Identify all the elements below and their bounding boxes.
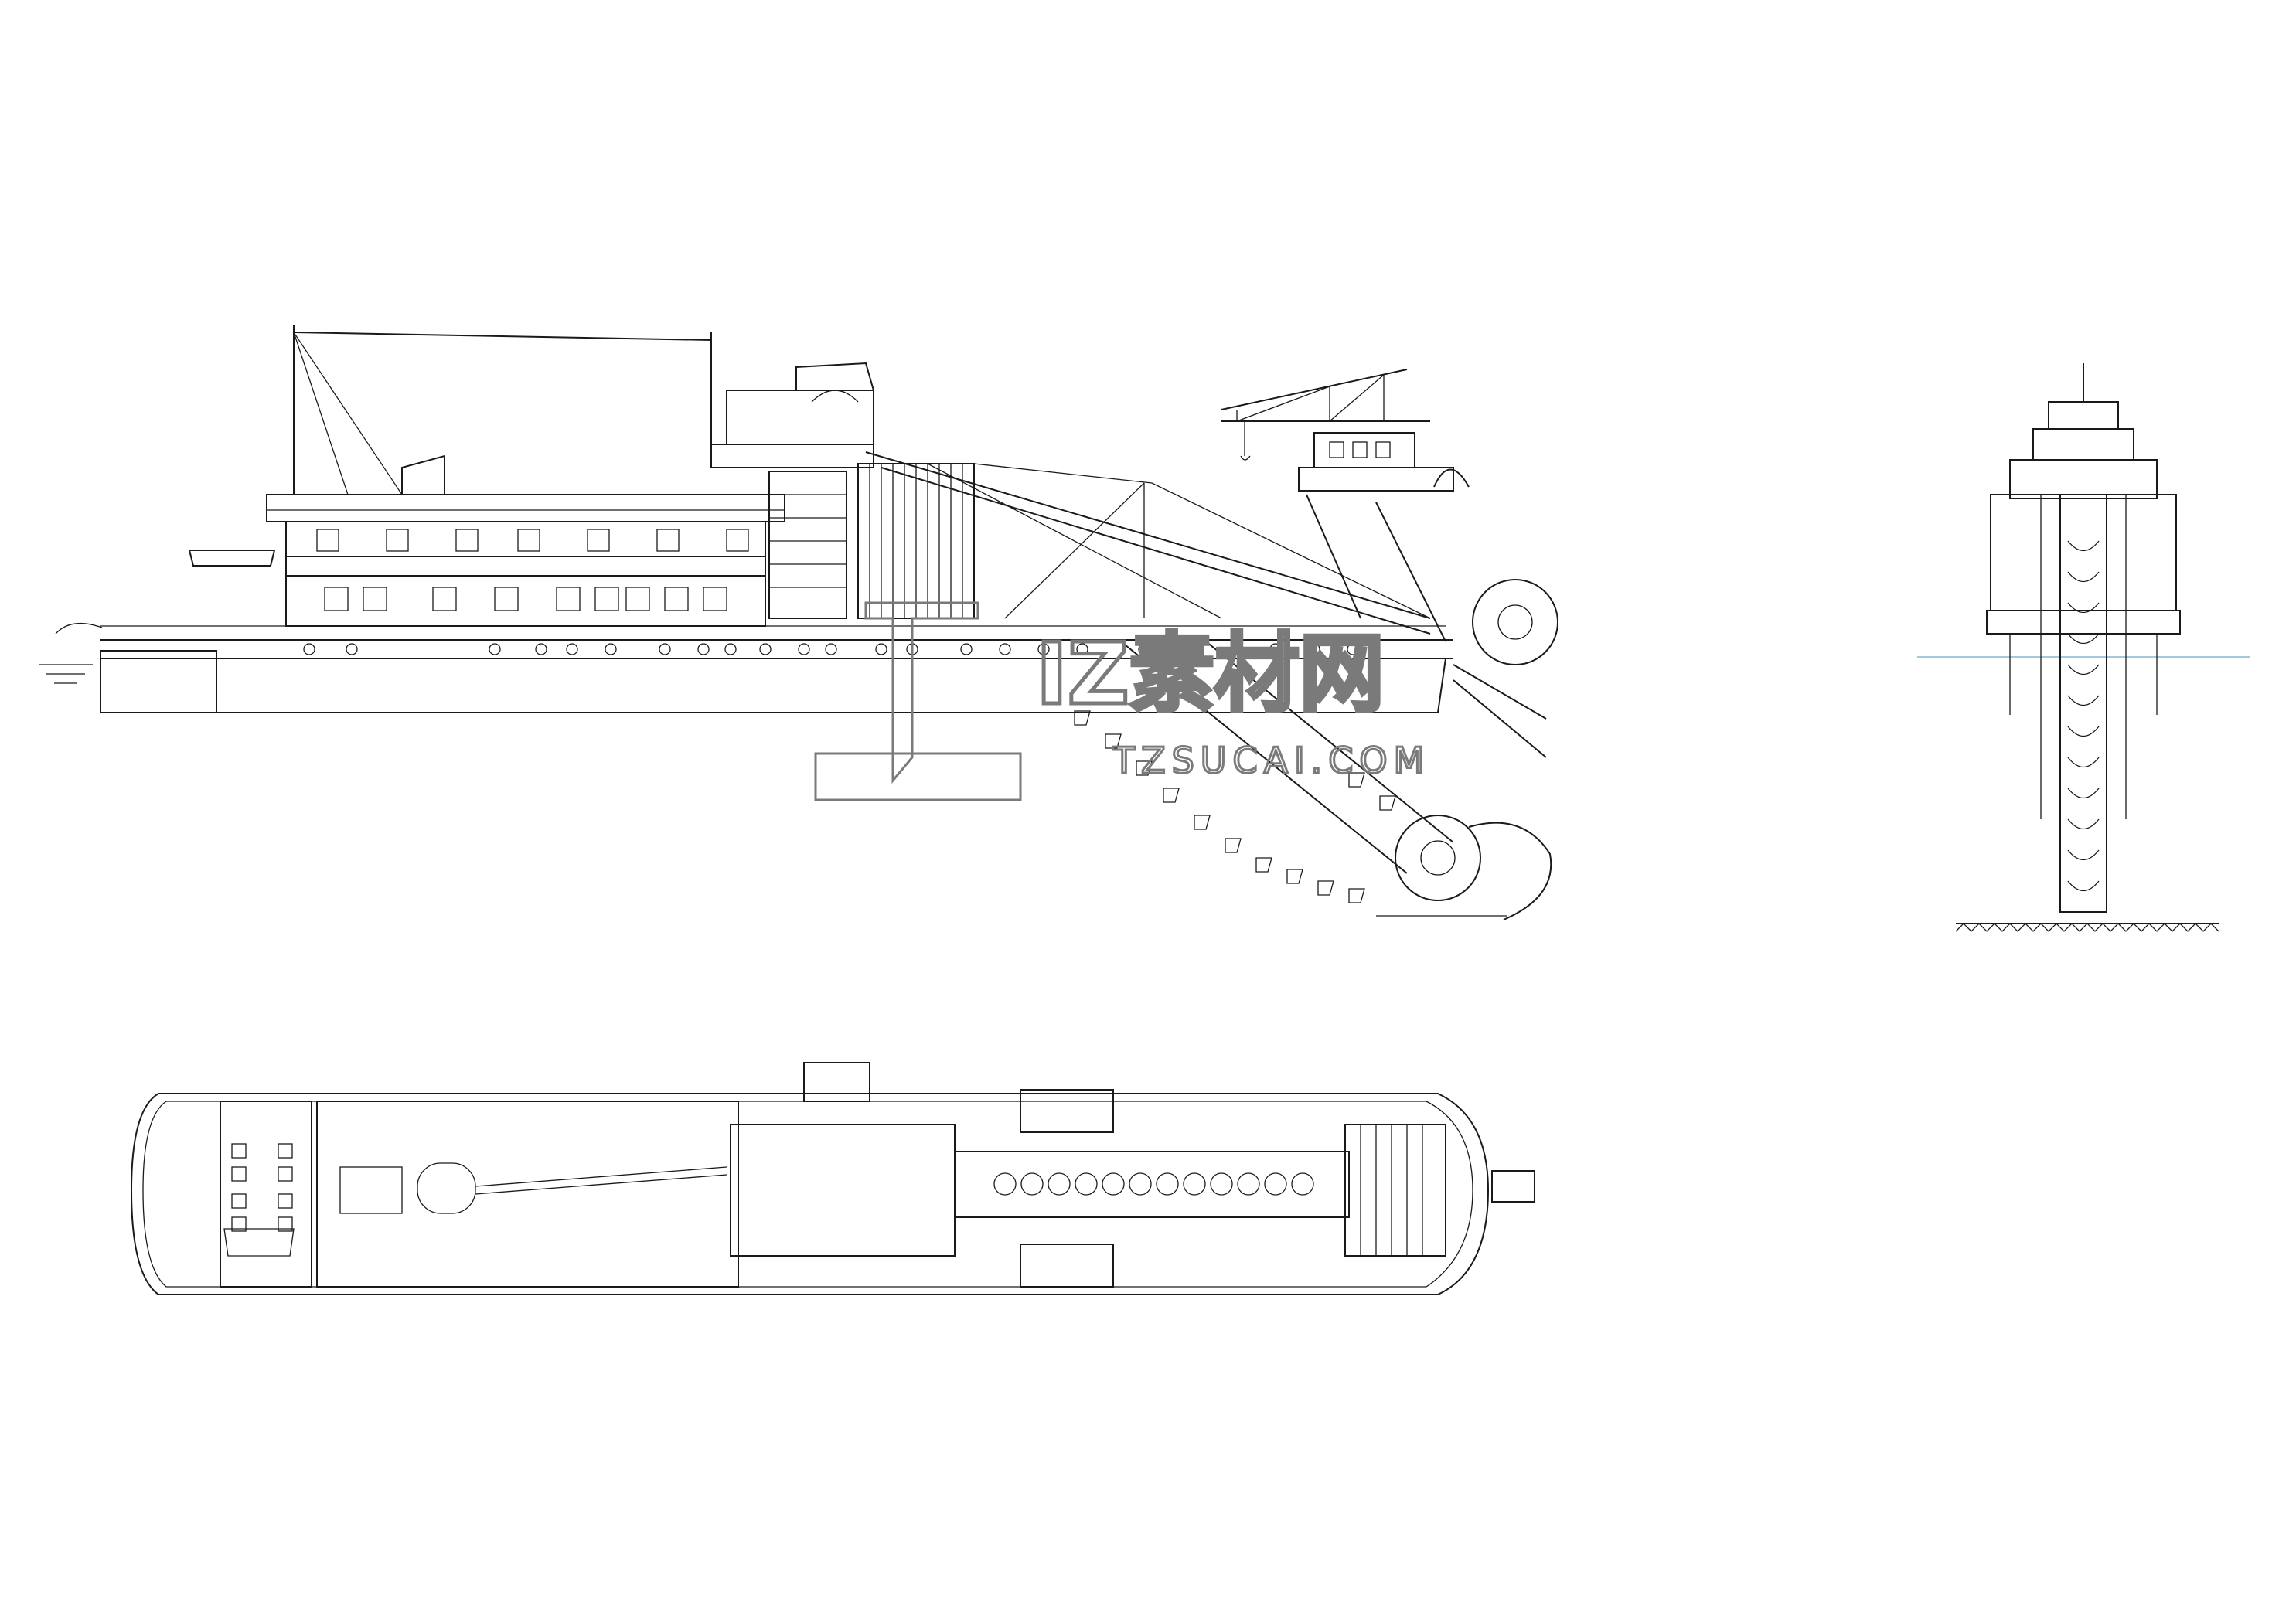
bucket-ladder [1074,494,1558,920]
windows-upper [316,529,749,552]
plan-view [130,1062,1535,1295]
superstructure [188,325,1431,635]
lifeboat [188,550,276,567]
chute-housing [857,463,975,619]
plan-hull [130,1093,1490,1295]
bollards [231,1143,293,1232]
upper-tumbler [1472,579,1558,665]
watermark: IZ素材网 TZSUCAI.COM [814,601,1430,801]
watermark-domain: TZSUCAI.COM [1112,740,1430,781]
lower-tumbler [1395,815,1481,901]
watermark-logo-icon [864,601,979,784]
plan-buckets [993,1172,1314,1196]
cargo-grating [768,471,847,619]
watermark-brand: IZ素材网 [1036,624,1385,723]
hopper-top [795,362,874,391]
stern-crane [1221,369,1470,492]
side-elevation [39,325,1558,920]
front-buckets [2067,540,2100,892]
funnel [401,454,445,495]
sand-profile [1468,822,1552,920]
front-elevation [1917,363,2250,932]
buckets [1074,710,1396,903]
hull-portholes [303,643,1359,655]
plan-machinery [730,1124,956,1257]
windows-lower [324,587,727,611]
hull [100,625,1453,713]
water-mark [39,623,103,684]
ladder-hook [1433,468,1470,488]
watermark-logo-base [814,752,1022,801]
plan-hopper [1344,1124,1446,1257]
front-ladder [2059,494,2107,913]
plan-ladder [954,1151,1350,1218]
